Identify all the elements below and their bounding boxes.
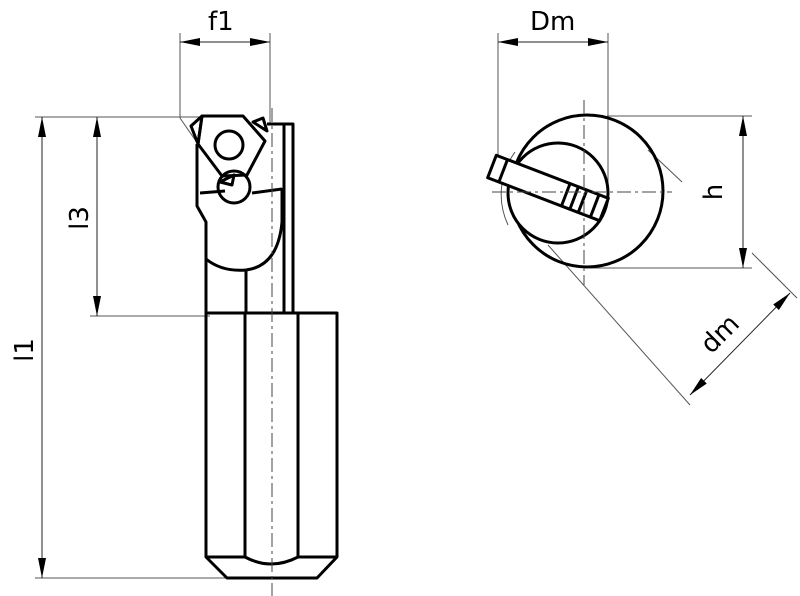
seat-line [199,187,283,195]
end-view: Dm h dm [486,7,798,406]
Dm-label: Dm [530,7,575,37]
holder-bar [486,153,610,223]
swept-arc [500,151,516,226]
hex-chamfer [204,555,339,580]
dm-dimension-line [689,292,791,396]
bar-groove-2 [568,186,580,210]
hex-shank-outline [206,311,339,557]
boring-tool [189,108,339,596]
l1-label: l1 [10,338,40,362]
insert-tip-left [189,114,204,146]
clamp-screw [216,169,252,205]
dm-label: dm [695,309,746,360]
side-view: f1 l3 l1 [10,7,339,596]
holder-neck-curve [205,188,284,272]
bar-tip-line [497,159,509,183]
bar-groove-4 [588,194,601,218]
insert-holder-bar [486,153,610,223]
bar-groove-3 [576,189,589,214]
h-label: h [699,184,729,200]
insert-screw-hole [213,129,245,161]
insert-tip-right [251,116,269,133]
shank-edge [267,122,295,313]
l3-label: l3 [65,206,95,230]
dm-extension-bottom [547,244,691,406]
f1-label: f1 [208,7,234,37]
holder-left-edge [195,144,208,313]
dm-extension-top [751,252,798,299]
clamp-tip [218,173,236,187]
bar-groove-1 [560,183,572,207]
